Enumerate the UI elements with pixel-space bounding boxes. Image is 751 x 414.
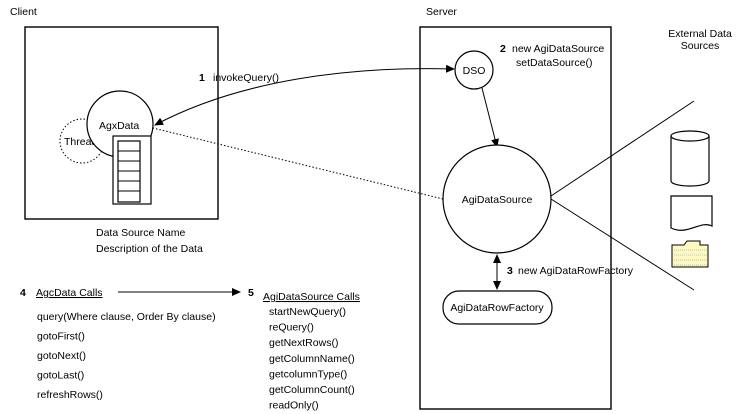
rowfactory-box bbox=[442, 290, 553, 325]
dso-circle bbox=[454, 50, 494, 90]
agcdata-call-1: gotoFirst() bbox=[37, 331, 85, 343]
external-title-line2: Sources bbox=[681, 40, 720, 52]
agcdata-calls-list: query(Where clause, Order By clause) goto… bbox=[37, 311, 216, 401]
external-link-bottom bbox=[550, 198, 695, 291]
agidatasource-call-2: getNextRows() bbox=[269, 337, 338, 349]
step4-number: 4 bbox=[20, 287, 26, 299]
agcdata-call-2: gotoNext() bbox=[37, 350, 86, 362]
step5-number: 5 bbox=[248, 287, 254, 299]
step1-number: 1 bbox=[199, 72, 205, 84]
step5-heading: AgiDataSource Calls bbox=[263, 291, 360, 303]
step3-text: new AgiDataRowFactory bbox=[518, 265, 634, 277]
step3-number: 3 bbox=[507, 265, 513, 277]
agcdata-call-0: query(Where clause, Order By clause) bbox=[37, 311, 216, 323]
data-source-name-label: Data Source Name bbox=[96, 227, 185, 239]
agidatasource-call-1: reQuery() bbox=[269, 322, 314, 334]
agidatasource-call-6: readOnly() bbox=[269, 400, 319, 412]
agidatasource-label: AgiDataSource bbox=[462, 194, 533, 206]
external-title-line1: External Data bbox=[668, 28, 732, 40]
invoke-query-arrow bbox=[154, 64, 455, 126]
step2-line1: new AgiDataSource bbox=[512, 43, 604, 55]
thread-label: Thread bbox=[64, 136, 97, 148]
document-icon bbox=[670, 195, 713, 231]
client-title: Client bbox=[10, 6, 37, 18]
agxdata-label: AgxData bbox=[99, 120, 139, 132]
agidatasource-calls-list: startNewQuery() reQuery() getNextRows() get… bbox=[269, 306, 355, 412]
agcdata-call-4: refreshRows() bbox=[37, 389, 103, 401]
agidatasource-call-4: getcolumnType() bbox=[269, 368, 347, 380]
data-table-icon bbox=[112, 135, 152, 205]
step4-heading: AgcData Calls bbox=[36, 287, 103, 299]
agcdata-call-3: gotoLast() bbox=[37, 370, 84, 382]
rowfactory-label: AgiDataRowFactory bbox=[450, 302, 544, 314]
step2-number: 2 bbox=[500, 43, 506, 55]
agidatasource-call-0: startNewQuery() bbox=[269, 306, 346, 318]
description-label: Description of the Data bbox=[96, 243, 203, 255]
dso-label: DSO bbox=[463, 65, 486, 77]
folder-icon bbox=[671, 240, 709, 268]
step1-text: invokeQuery() bbox=[213, 72, 279, 84]
external-link-top bbox=[550, 100, 695, 197]
dso-to-datasource-arrow bbox=[481, 87, 499, 148]
step2-line2: setDataSource() bbox=[516, 57, 592, 69]
agidatasource-call-3: getColumnName() bbox=[269, 353, 355, 365]
database-cylinder-icon bbox=[670, 130, 710, 187]
agidatasource-call-5: getColumnCount() bbox=[269, 384, 355, 396]
server-title: Server bbox=[426, 6, 457, 18]
datasource-to-agxdata-link bbox=[152, 127, 444, 200]
